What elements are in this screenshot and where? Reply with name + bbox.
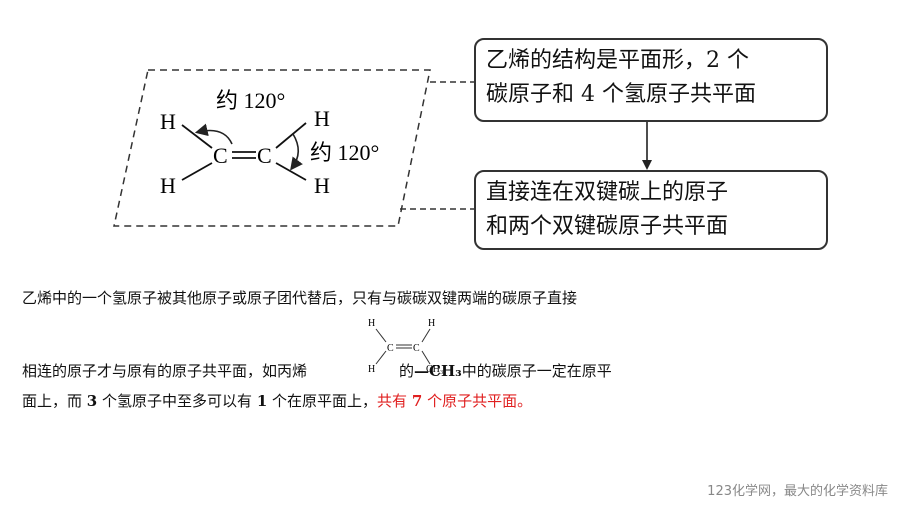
red-post: 个原子共平面。 [427, 392, 533, 410]
angle-label-top: 约 120° [216, 88, 285, 113]
propene-h3: H [368, 364, 375, 375]
bond-c1-h-bottom [181, 162, 213, 181]
paragraph-line-3: 面上，而 3 个氢原子中至多可以有 1 个在原平面上，共有 7 个原子共平面。 [22, 390, 532, 411]
propene-h1: H [368, 318, 375, 329]
box-arrow [642, 122, 652, 170]
atom-h1: H [160, 109, 176, 134]
bond-c2-h-top [275, 122, 307, 149]
propene-structure: H H H C C CH₃ [368, 318, 443, 375]
highlight-conclusion: 共有 7 个原子共平面。 [377, 392, 532, 410]
box2-line2: 和两个双键碳原子共平面 [486, 214, 729, 239]
ethylene-diagram: H H C C H H 约 120° 约 120° [113, 69, 474, 227]
paragraph-line-2: 相连的原子才与原有的原子共平面，如丙烯 的—CH₃中的碳原子一定在原平 [22, 360, 612, 381]
angle-arrow-right [290, 133, 303, 171]
box1-line2: 碳原子和 4 个氢原子共平面 [486, 82, 756, 107]
line3-number-1: 1 [256, 392, 268, 410]
atom-c2: C [257, 143, 272, 168]
propene-h2: H [428, 318, 435, 329]
line3-mid1: 个氢原子中至多可以有 [102, 392, 253, 410]
explanation-box-planar: 乙烯的结构是平面形，2 个 碳原子和 4 个氢原子共平面 [474, 38, 828, 122]
line3-number-3: 3 [86, 392, 98, 410]
box2-line1: 直接连在双键碳上的原子 [486, 180, 729, 205]
line2-mid: 的 [399, 362, 415, 380]
line2-post: 中的碳原子一定在原平 [461, 362, 612, 380]
atom-h4: H [314, 173, 330, 198]
paragraph-line-1: 乙烯中的一个氢原子被其他原子或原子团代替后，只有与碳碳双键两端的碳原子直接 [22, 289, 578, 307]
methyl-group: —CH₃ [414, 362, 462, 380]
angle-label-right: 约 120° [310, 140, 379, 165]
line3-mid2: 个在原平面上， [272, 392, 378, 410]
line3-pre: 面上，而 [22, 392, 83, 410]
atom-h2: H [160, 173, 176, 198]
propene-ch3: CH₃ [426, 364, 443, 375]
propene-c1: C [387, 343, 394, 354]
red-pre: 共有 [377, 392, 408, 410]
line2-pre: 相连的原子才与原有的原子共平面，如丙烯 [22, 362, 308, 380]
atom-c1: C [213, 143, 228, 168]
propene-c2: C [413, 343, 420, 354]
bond-c2-h-bottom [275, 162, 307, 181]
explanation-box-direct-atoms: 直接连在双键碳上的原子 和两个双键碳原子共平面 [474, 170, 828, 250]
bond-c1-h-top [181, 124, 213, 149]
red-number-7: 7 [411, 392, 423, 410]
box1-line1: 乙烯的结构是平面形，2 个 [486, 48, 749, 73]
atom-h3: H [314, 106, 330, 131]
angle-arrow-top [194, 123, 233, 145]
footer-watermark: 123化学网，最大的化学资料库 [707, 484, 888, 499]
